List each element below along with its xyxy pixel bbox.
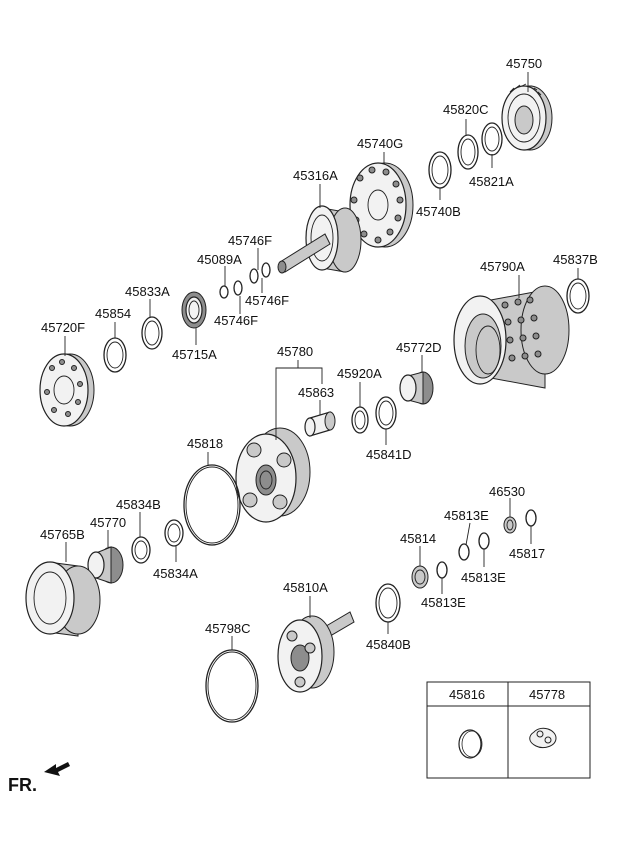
part-46530-ring [503,516,517,534]
part-45821A-ring [481,122,503,156]
label-45837B: 45837B [553,252,598,267]
label-45817: 45817 [509,546,545,561]
part-45316A-drum [277,205,362,274]
part-45810A-carrier [277,611,355,693]
label-45863: 45863 [298,385,334,400]
legend-header-45778: 45778 [529,687,565,702]
label-45772D: 45772D [396,340,442,355]
part-45834A-ring [164,519,184,547]
label-45920A: 45920A [337,366,382,381]
part-45780-carrier [235,427,311,523]
part-45720F-flange [39,353,95,427]
part-45817-ring [525,509,537,527]
part-45750-gear [501,83,553,151]
label-45750: 45750 [506,56,542,71]
part-45772D-bearing [399,371,434,405]
part-45820C-ring [457,134,479,170]
label-45810A: 45810A [283,580,328,595]
label-45840B: 45840B [366,637,411,652]
part-45770-bearing [87,546,124,584]
leader-lines [64,72,579,650]
label-45834A: 45834A [153,566,198,581]
label-46530: 46530 [489,484,525,499]
part-45818-snap-ring [183,464,241,546]
part-45837B-ring [566,278,590,314]
part-45746F-rings [233,262,271,296]
part-45814-bushing [411,565,429,589]
part-45833A-ring [141,316,163,350]
label-45765B: 45765B [40,527,85,542]
label-45770: 45770 [90,515,126,530]
label-45834B: 45834B [116,497,161,512]
part-45089A-ring [219,285,229,299]
part-labels: 45750 45820C 45740G 45821A 45316A 45740B… [40,56,598,652]
label-45814: 45814 [400,531,436,546]
label-45715A: 45715A [172,347,217,362]
part-45813E-rings [436,532,490,579]
part-45834B-ring [131,536,151,564]
part-45854-ring [103,337,127,373]
label-45316A: 45316A [293,168,338,183]
label-45746F-upper: 45746F [228,233,272,248]
part-45798C-snap-ring [205,649,259,723]
label-45740B: 45740B [416,204,461,219]
fr-arrow-icon [44,762,70,776]
label-45813E-middle: 45813E [461,570,506,585]
label-45821A: 45821A [469,174,514,189]
label-45089A: 45089A [197,252,242,267]
label-45854: 45854 [95,306,131,321]
label-45790A: 45790A [480,259,525,274]
label-45813E-lower: 45813E [421,595,466,610]
label-45746F-middle: 45746F [245,293,289,308]
part-45740B-ring [428,151,452,189]
part-45920A-ring [351,406,369,434]
label-45720F: 45720F [41,320,85,335]
legend-gasket-45778-icon [529,727,557,749]
part-45863-bushing [304,411,336,437]
label-45841D: 45841D [366,447,412,462]
label-45813E-upper: 45813E [444,508,489,523]
label-45746F-lower: 45746F [214,313,258,328]
part-45715A-bearing [181,291,207,329]
label-45780: 45780 [277,344,313,359]
label-45833A: 45833A [125,284,170,299]
fr-label: FR. [8,775,37,795]
part-45790A-drum [453,285,570,389]
label-45740G: 45740G [357,136,403,151]
legend-header-45816: 45816 [449,687,485,702]
legend-ring-45816-icon [458,729,483,759]
part-45841D-ring [375,396,397,430]
label-45818: 45818 [187,436,223,451]
label-45820C: 45820C [443,102,489,117]
part-45765B-ring-gear [25,561,101,637]
part-45740G-plate [349,162,414,248]
label-45798C: 45798C [205,621,251,636]
legend-table: 45816 45778 [426,681,591,779]
part-45840B-ring [375,583,401,623]
front-direction-marker: FR. [8,762,70,795]
